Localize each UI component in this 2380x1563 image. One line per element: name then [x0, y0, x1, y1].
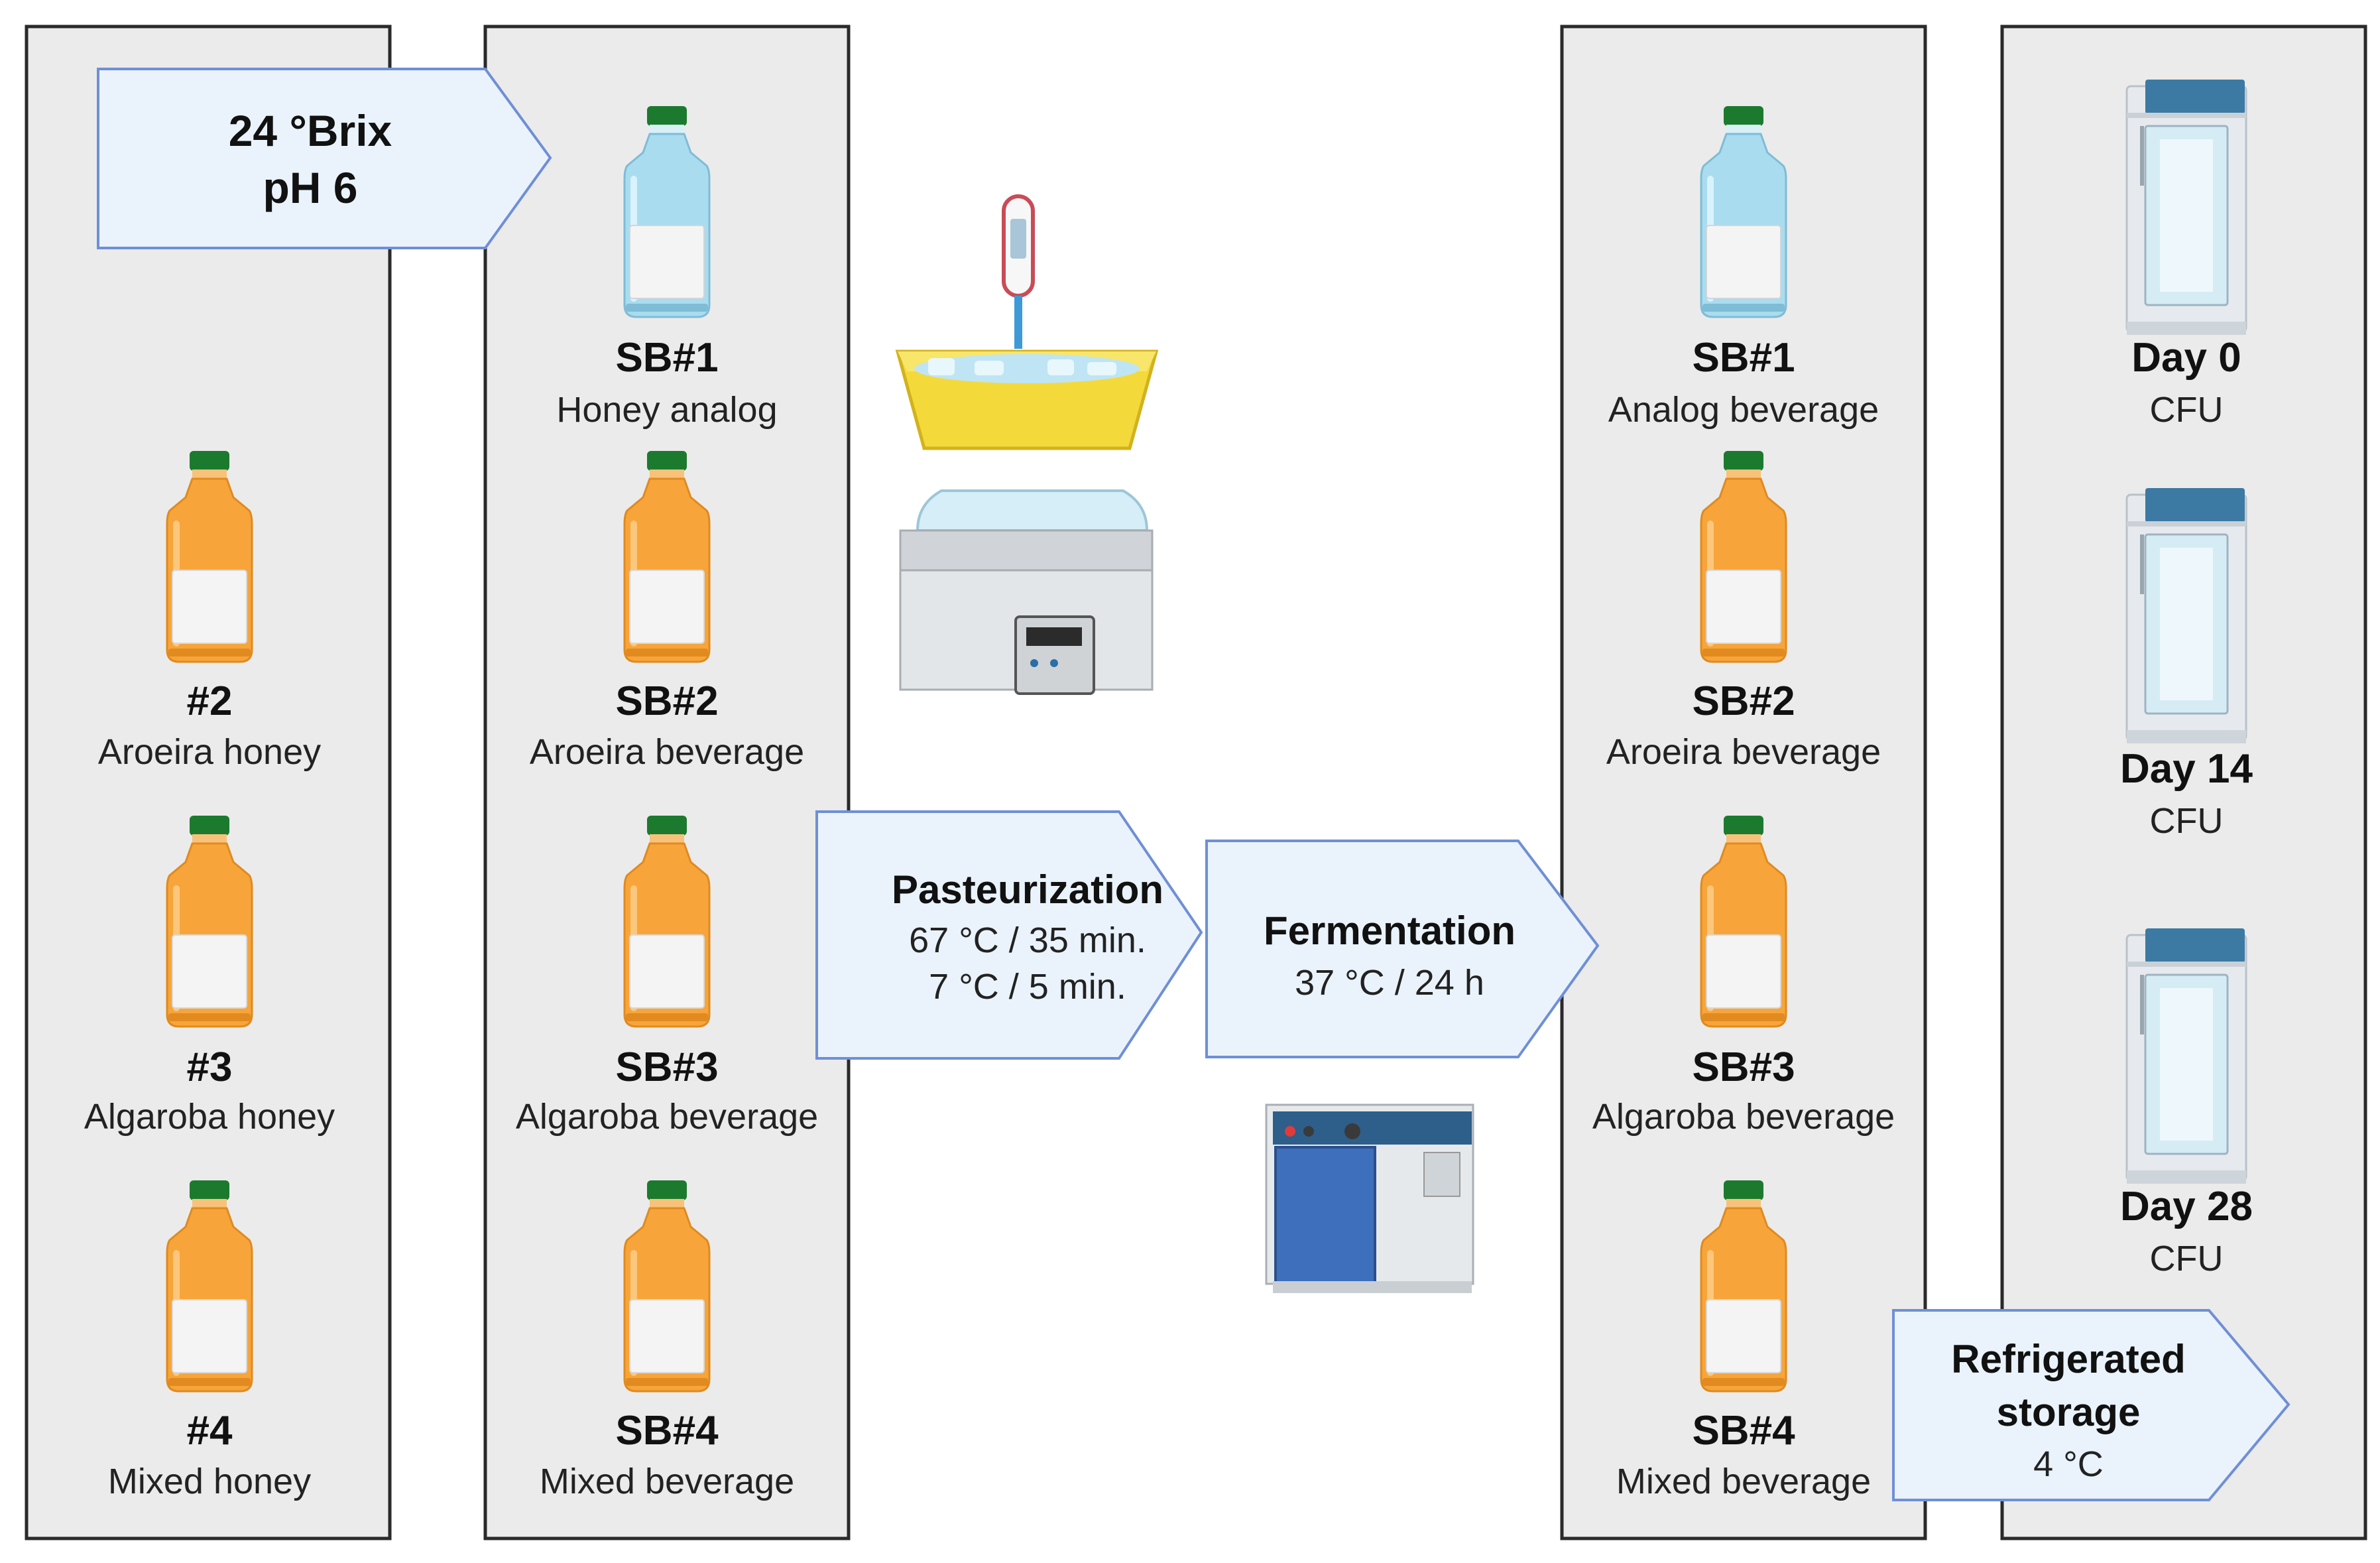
- fermentation-title: Fermentation: [1264, 908, 1516, 953]
- fermented-code: SB#1: [1692, 335, 1795, 381]
- honey-name: Mixed honey: [108, 1462, 311, 1501]
- honey-name: Aroeira honey: [98, 732, 321, 772]
- day-unit: CFU: [2150, 1239, 2224, 1279]
- sample-code: SB#2: [615, 678, 718, 724]
- fermented-name: Algaroba beverage: [1592, 1097, 1895, 1137]
- honey-code: #2: [187, 678, 233, 724]
- sample-name: Aroeira beverage: [530, 732, 804, 772]
- honey-code: #3: [187, 1044, 233, 1090]
- storage-title-2: storage: [1997, 1390, 2141, 1434]
- water-bath-icon: [899, 489, 1154, 695]
- fermented-name: Aroeira beverage: [1606, 732, 1881, 772]
- day-label: Day 14: [2120, 746, 2253, 792]
- day-unit: CFU: [2150, 801, 2224, 841]
- sample-name: Algaroba beverage: [516, 1097, 818, 1137]
- sample-code: SB#4: [615, 1408, 719, 1454]
- brix-label: 24 °Brix: [229, 106, 392, 155]
- honey-name: Algaroba honey: [84, 1097, 335, 1137]
- fermented-name: Mixed beverage: [1616, 1462, 1871, 1501]
- fermentation-arrow: Fermentation 37 °C / 24 h: [1205, 840, 1600, 1058]
- day-unit: CFU: [2150, 390, 2224, 430]
- pasteurization-step-1: 67 °C / 35 min.: [909, 920, 1146, 960]
- day-label: Day 28: [2120, 1184, 2253, 1229]
- ice-bath-tray-icon: [895, 349, 1159, 450]
- pasteurization-arrow: Pasteurization 67 °C / 35 min. 7 °C / 5 …: [815, 810, 1203, 1060]
- ph-label: pH 6: [263, 163, 357, 212]
- pasteurization-title: Pasteurization: [892, 867, 1163, 912]
- brix-ph-arrow: 24 °Brix pH 6: [97, 68, 552, 249]
- incubator-icon: [1265, 1103, 1474, 1293]
- fermented-name: Analog beverage: [1608, 390, 1879, 430]
- fermentation-condition: 37 °C / 24 h: [1295, 963, 1484, 1003]
- sample-code: SB#1: [615, 335, 718, 381]
- storage-title-1: Refrigerated: [1951, 1337, 2185, 1381]
- fermented-code: SB#2: [1692, 678, 1795, 724]
- sample-code: SB#3: [615, 1044, 718, 1090]
- sample-name: Mixed beverage: [540, 1462, 794, 1501]
- fermented-code: SB#4: [1692, 1408, 1795, 1454]
- refrigerated-storage-arrow: Refrigerated storage 4 °C: [1892, 1309, 2291, 1501]
- sample-name: Honey analog: [556, 390, 777, 430]
- day-label: Day 0: [2131, 335, 2241, 381]
- storage-temperature: 4 °C: [2033, 1444, 2104, 1484]
- honey-code: #4: [187, 1408, 233, 1454]
- thermometer-icon: [1002, 194, 1035, 349]
- refrigerator-icon: [2125, 78, 2247, 336]
- refrigerator-icon: [2125, 487, 2247, 745]
- refrigerator-icon: [2125, 927, 2247, 1185]
- pasteurization-step-2: 7 °C / 5 min.: [929, 967, 1126, 1007]
- fermented-code: SB#3: [1692, 1044, 1795, 1090]
